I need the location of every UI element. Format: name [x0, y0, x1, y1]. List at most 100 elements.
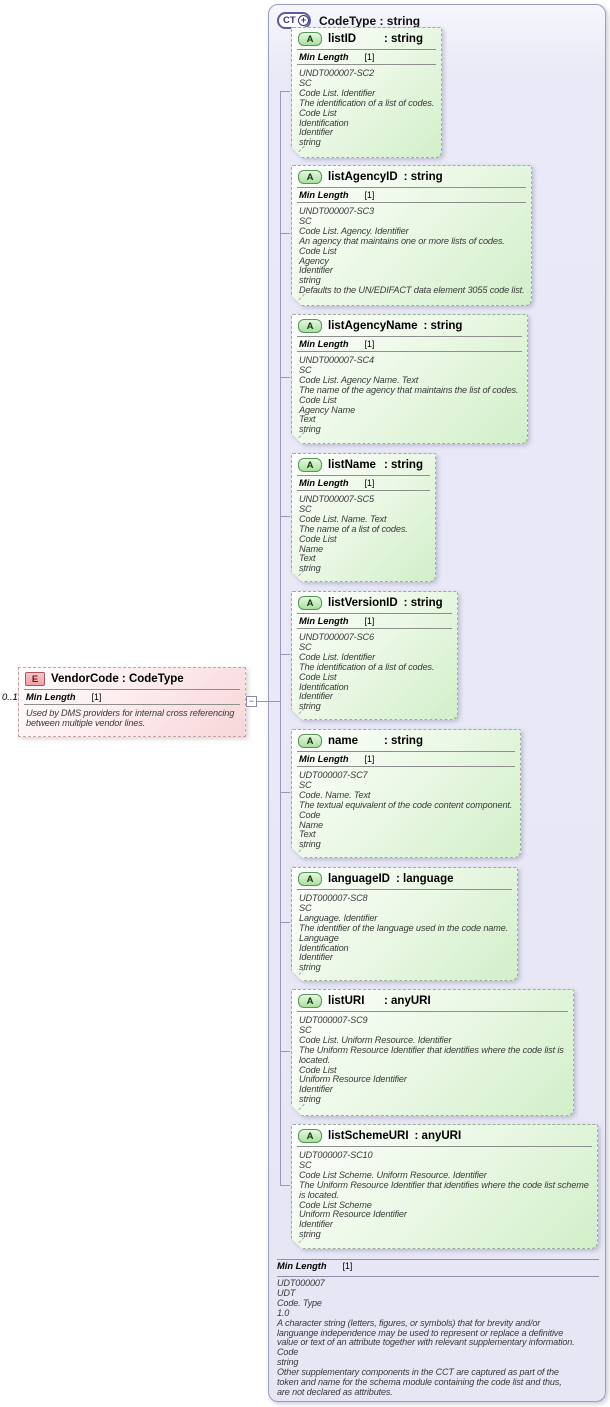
- min-length-facet: Min Length [1]: [292, 338, 527, 350]
- attribute-title-row: A name : string: [292, 730, 520, 750]
- attribute-type: : string: [384, 33, 423, 45]
- connector-rail: [280, 91, 281, 1186]
- divider: [297, 336, 522, 337]
- divider: [297, 889, 512, 890]
- attribute-box: A listName : string Min Length[1] UNDT00…: [291, 453, 436, 582]
- attribute-node-name[interactable]: A name : string Min Length [1] UDT000007-…: [291, 729, 521, 858]
- divider: [297, 475, 430, 476]
- divider: [297, 49, 436, 50]
- attribute-name: listID: [328, 33, 357, 45]
- connector-stub: [281, 792, 290, 793]
- attribute-type: : anyURI: [384, 995, 431, 1007]
- element-title-row: E VendorCode : CodeType: [19, 668, 245, 688]
- attribute-icon: A: [298, 872, 322, 886]
- attribute-title-row: A languageID : language: [292, 868, 517, 888]
- attribute-name: listName: [328, 459, 376, 471]
- attribute-node-listURI[interactable]: A listURI : anyURI UDT000007-SC9 SC Code…: [291, 989, 574, 1116]
- attribute-name: name: [328, 735, 359, 747]
- attribute-type: : string: [384, 459, 423, 471]
- attribute-node-listAgencyName[interactable]: A listAgencyName : string Min Length[1] …: [291, 314, 528, 444]
- cardinality-label: 0..1: [2, 692, 18, 703]
- divider: [297, 1146, 592, 1147]
- attribute-box: A listID : string Min Length [1] UNDT0000…: [291, 27, 442, 158]
- attribute-annotation: UNDT000007-SC3 SC Code List. Agency. Ide…: [299, 206, 525, 296]
- element-annotation: Used by DMS providers for internal cross…: [26, 708, 235, 728]
- connector-stub: [281, 377, 290, 378]
- facet-name: Min Length: [277, 1261, 327, 1271]
- attribute-type: : string: [403, 597, 443, 609]
- attribute-icon: A: [298, 1129, 322, 1143]
- complextype-annotation: UDT000007 UDT Code. Type 1.0 A character…: [277, 1278, 575, 1397]
- attribute-annotation: UNDT000007-SC2 SC Code List. Identifier …: [299, 68, 435, 148]
- min-length-facet: Min Length [1]: [19, 691, 245, 703]
- divider: [297, 202, 526, 203]
- connector-stub: [281, 1185, 290, 1186]
- attribute-title-row: A listAgencyID : string: [292, 166, 531, 186]
- attribute-annotation: UNDT000007-SC6 SC Code List. Identifier …: [299, 632, 435, 712]
- attribute-node-languageID[interactable]: A languageID : language UDT000007-SC8 SC…: [291, 867, 518, 981]
- divider: [297, 766, 515, 767]
- complextype-icon-label: CT: [283, 15, 296, 26]
- complextype-title-row: CT + CodeType : string: [277, 12, 420, 29]
- facet-name: Min Length: [299, 52, 349, 62]
- facet-name: Min Length: [299, 616, 349, 626]
- attribute-title-row: A listSchemeURI : anyURI: [292, 1125, 597, 1145]
- attribute-icon: A: [298, 32, 322, 46]
- facet-value: [1]: [364, 616, 375, 626]
- attribute-annotation: UDT000007-SC8 SC Language. Identifier Th…: [299, 893, 509, 973]
- attribute-name: listSchemeURI: [328, 1130, 409, 1142]
- facet-value: [1]: [364, 754, 375, 764]
- collapse-icon[interactable]: −: [246, 696, 257, 707]
- attribute-name: listVersionID: [328, 597, 398, 609]
- complextype-title: CodeType : string: [319, 13, 421, 28]
- attribute-node-listID[interactable]: A listID : string Min Length [1] UNDT0000…: [291, 27, 442, 158]
- element-node-vendorcode[interactable]: E VendorCode : CodeType Min Length [1] Us…: [18, 667, 246, 737]
- connector-stub: [281, 233, 290, 234]
- divider: [297, 187, 526, 188]
- divider: [297, 351, 522, 352]
- attribute-box: A listURI : anyURI UDT000007-SC9 SC Code…: [291, 989, 574, 1116]
- facet-name: Min Length: [26, 692, 76, 702]
- facet-value: [1]: [364, 478, 375, 488]
- attribute-icon: A: [298, 994, 322, 1008]
- attribute-node-listVersionID[interactable]: A listVersionID : string Min Length[1] U…: [291, 591, 458, 720]
- attribute-annotation: UNDT000007-SC5 SC Code List. Name. Text …: [299, 494, 408, 574]
- divider: [297, 613, 452, 614]
- divider: [297, 751, 515, 752]
- facet-name: Min Length: [299, 190, 349, 200]
- attribute-box: A listSchemeURI : anyURI UDT000007-SC10 …: [291, 1124, 598, 1249]
- attribute-title-row: A listName : string: [292, 454, 435, 474]
- attribute-type: : anyURI: [414, 1130, 462, 1142]
- min-length-facet: Min Length[1]: [292, 189, 531, 201]
- attribute-node-listSchemeURI[interactable]: A listSchemeURI : anyURI UDT000007-SC10 …: [291, 1124, 598, 1249]
- attribute-icon: A: [298, 319, 322, 333]
- facet-name: Min Length: [299, 754, 349, 764]
- attribute-title-row: A listAgencyName : string: [292, 315, 527, 335]
- divider: [24, 704, 240, 705]
- connector-stub: [281, 1051, 290, 1052]
- facet-value: [1]: [364, 339, 375, 349]
- attribute-annotation: UDT000007-SC9 SC Code List. Uniform Reso…: [299, 1015, 564, 1105]
- plus-icon[interactable]: +: [298, 14, 309, 26]
- attribute-box: A listAgencyName : string Min Length[1] …: [291, 314, 528, 444]
- connector-stub: [281, 91, 290, 92]
- min-length-facet: Min Length [1]: [292, 753, 520, 765]
- attribute-name: languageID: [328, 873, 390, 885]
- element-box: E VendorCode : CodeType Min Length [1] Us…: [18, 667, 246, 737]
- min-length-facet: Min Length[1]: [292, 477, 435, 489]
- attribute-node-listAgencyID[interactable]: A listAgencyID : string Min Length[1] UN…: [291, 165, 532, 306]
- attribute-annotation: UDT000007-SC7 SC Code. Name. Text The te…: [299, 770, 513, 850]
- attribute-box: A listAgencyID : string Min Length[1] UN…: [291, 165, 532, 306]
- attribute-node-listName[interactable]: A listName : string Min Length[1] UNDT00…: [291, 453, 436, 582]
- attribute-annotation: UDT000007-SC10 SC Code List Scheme. Unif…: [299, 1150, 589, 1240]
- facet-name: Min Length: [299, 339, 349, 349]
- attribute-title-row: A listURI : anyURI: [292, 990, 573, 1010]
- min-length-facet: Min Length[1]: [277, 1261, 352, 1271]
- attribute-icon: A: [298, 458, 322, 472]
- attribute-name: listAgencyID: [328, 171, 398, 183]
- facet-value: [1]: [91, 692, 102, 702]
- facet-value: [1]: [364, 52, 375, 62]
- complextype-node-codetype[interactable]: CT + CodeType : string A listID : string…: [268, 4, 606, 1402]
- attribute-type: : language: [395, 873, 454, 885]
